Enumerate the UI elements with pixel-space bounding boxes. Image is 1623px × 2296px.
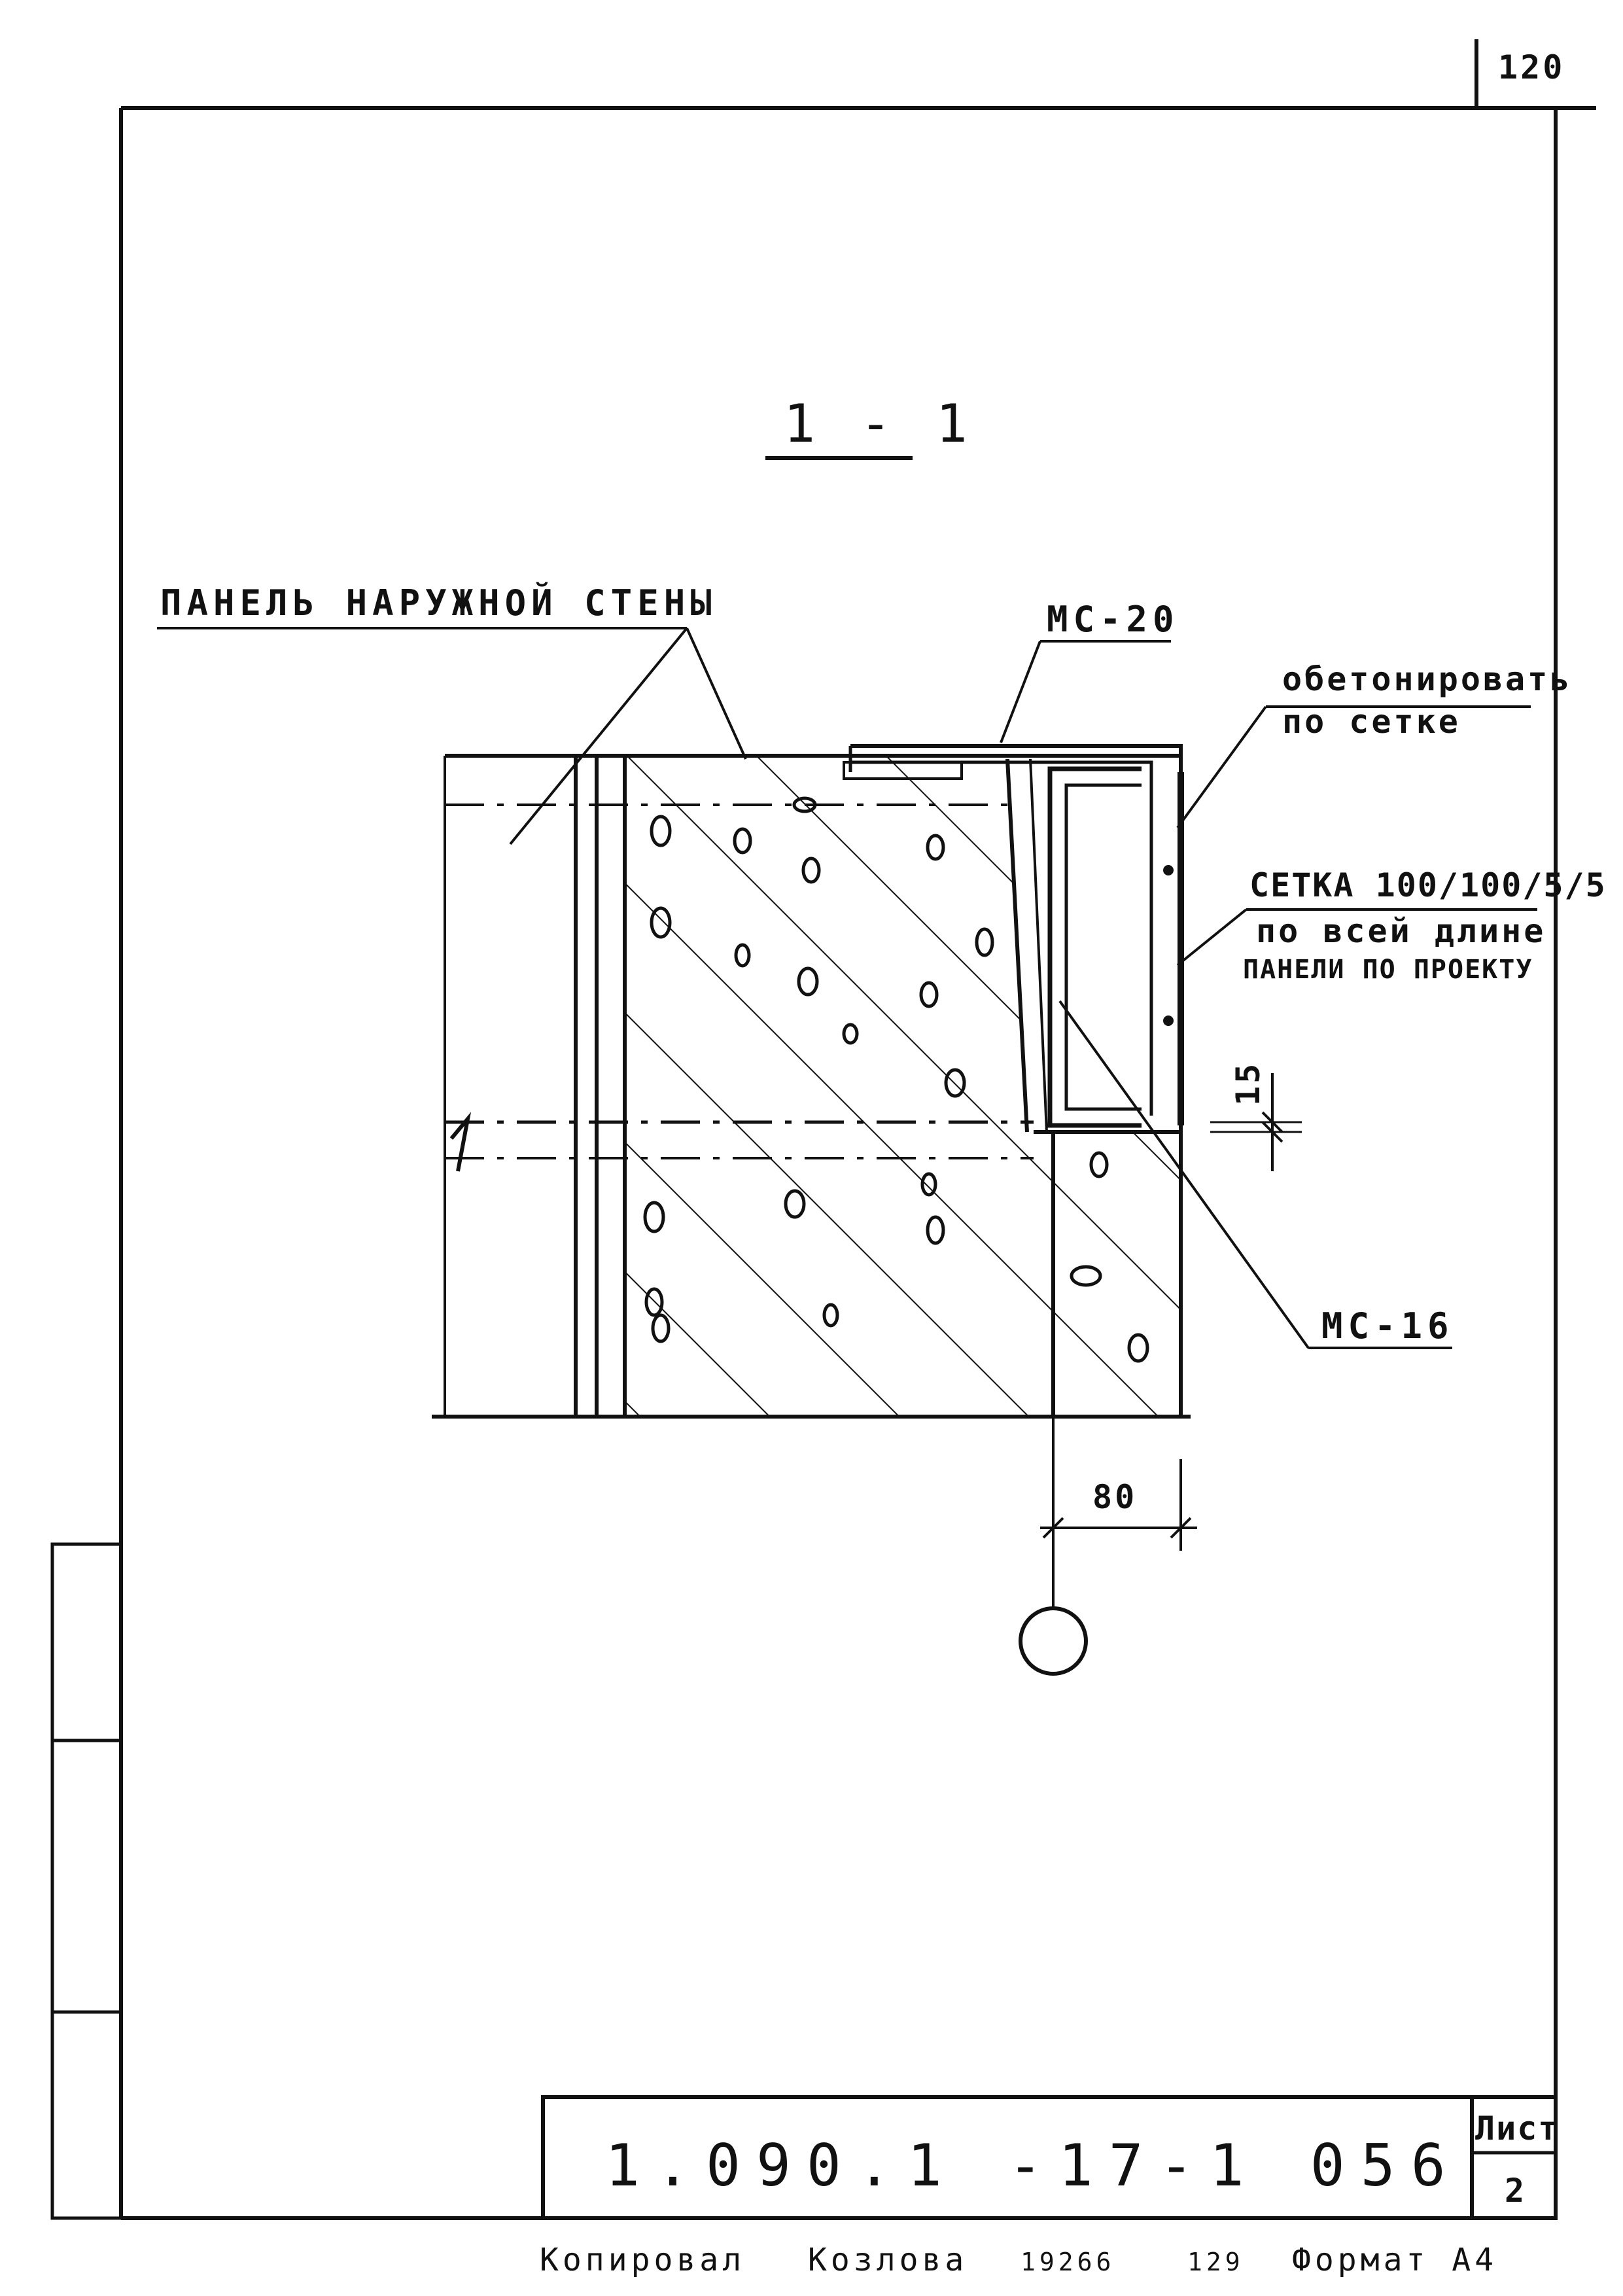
callout-mc20: МС-20 (1047, 599, 1179, 640)
footer-copies: 129 (1187, 2248, 1244, 2276)
section-mark: 1 - 1 (765, 393, 974, 460)
axis-marker (1019, 1606, 1088, 1676)
sheet-label: Лист (1475, 2110, 1559, 2147)
callout-concrete-line2: по сетке (1282, 703, 1461, 741)
footer-copied: Копировал (540, 2242, 745, 2278)
callout-mc16: МС-16 (1321, 1305, 1454, 1347)
dimension-gap-label: 15 (1229, 1061, 1267, 1106)
callout-mesh-line3: ПАНЕЛИ ПО ПРОЕКТУ (1243, 955, 1533, 985)
aggregate-marks (643, 796, 1149, 1363)
corner-page-number: 120 (1498, 48, 1565, 86)
dimension-width (1040, 1417, 1197, 1610)
title-block (541, 2095, 1558, 2220)
steel-channel-mc16 (1005, 758, 1142, 1133)
sheet-number: 2 (1505, 2172, 1527, 2210)
callout-panel: ПАНЕЛЬ НАРУЖНОЙ СТЕНЫ (160, 582, 717, 624)
side-stamp-strip (50, 1542, 123, 2220)
callout-mesh-line1: СЕТКА 100/100/5/5 (1249, 866, 1607, 904)
footer-format: Формат А4 (1292, 2242, 1497, 2278)
callout-mesh-line2: по всей длине (1256, 912, 1546, 950)
callout-leaders (157, 627, 1537, 1349)
footer-author: Козлова (808, 2242, 968, 2278)
dimension-width-label: 80 (1092, 1478, 1137, 1516)
document-code: 1.090.1 -17-1 056 (605, 2132, 1461, 2199)
footer-order: 19266 (1021, 2248, 1115, 2276)
wall-panel-section (432, 754, 1191, 1419)
concrete-encasement (1163, 772, 1184, 1125)
callout-concrete-line1: обетонировать (1282, 660, 1572, 698)
section-mark-label: 1 - 1 (784, 393, 974, 454)
dimension-gap (1210, 1073, 1302, 1171)
